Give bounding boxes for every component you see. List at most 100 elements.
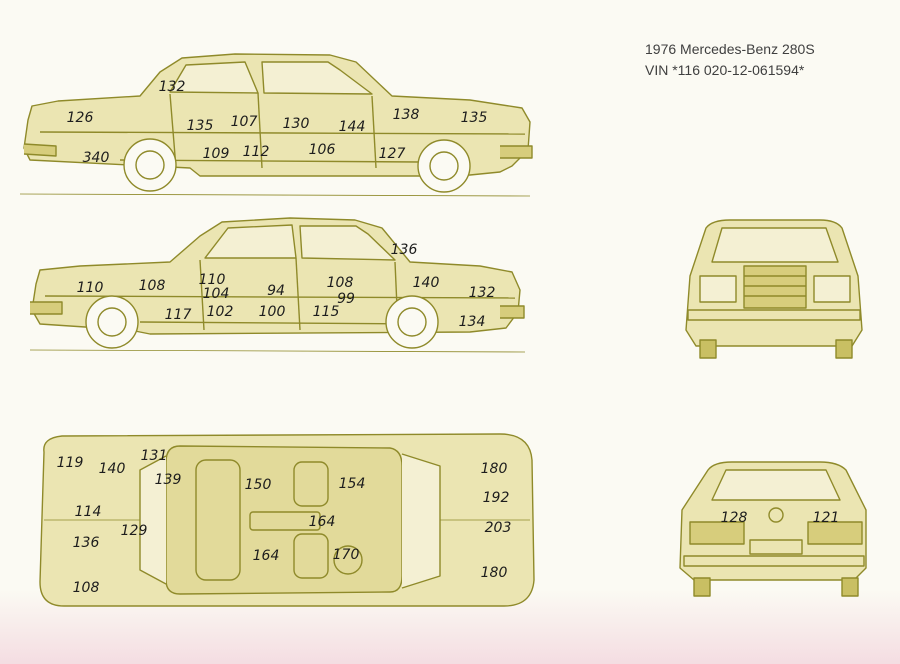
side-right-reading-11: 112 bbox=[242, 144, 270, 160]
side-view-left bbox=[29, 217, 526, 353]
side-left-beltline bbox=[44, 295, 516, 299]
top-reading-16: 180 bbox=[480, 565, 508, 581]
side-left-rear-wheel bbox=[385, 295, 439, 349]
side-left-front-bumper bbox=[30, 301, 63, 315]
side-right-rear-wheel bbox=[123, 138, 177, 192]
top-rear-bench bbox=[195, 459, 241, 581]
side-left-reading-6: 94 bbox=[267, 283, 285, 299]
top-reading-15: 170 bbox=[332, 547, 360, 563]
side-left-ground bbox=[29, 349, 526, 353]
top-front-seat-right bbox=[293, 533, 329, 579]
side-left-windows bbox=[204, 224, 396, 261]
top-reading-9: 114 bbox=[74, 504, 102, 520]
front-bumper bbox=[687, 309, 861, 321]
rear-tire-right bbox=[841, 577, 859, 597]
side-right-front-hub bbox=[429, 151, 459, 181]
top-reading-12: 203 bbox=[484, 520, 512, 536]
top-reading-7: 180 bbox=[480, 461, 508, 477]
side-view-right bbox=[19, 53, 533, 197]
top-steering-wheel bbox=[333, 545, 363, 575]
side-left-reading-12: 102 bbox=[206, 304, 234, 320]
side-left-reading-15: 134 bbox=[458, 314, 486, 330]
rear-star-emblem bbox=[768, 507, 784, 523]
top-reading-3: 131 bbox=[140, 448, 168, 464]
front-headlamp-right bbox=[813, 275, 851, 303]
vin-number: VIN *116 020-12-061594* bbox=[645, 62, 805, 78]
side-right-reading-1: 132 bbox=[158, 79, 186, 95]
top-reading-6: 154 bbox=[338, 476, 366, 492]
side-left-reading-10: 99 bbox=[337, 291, 355, 307]
side-right-door-cut-1 bbox=[257, 92, 263, 169]
side-left-reading-5: 104 bbox=[202, 286, 230, 302]
top-reading-4: 139 bbox=[154, 472, 182, 488]
top-reading-17: 108 bbox=[72, 580, 100, 596]
front-tire-left bbox=[699, 339, 717, 359]
rear-lamp-right bbox=[807, 521, 863, 545]
top-reading-1: 119 bbox=[56, 455, 84, 471]
top-roof bbox=[165, 445, 403, 595]
side-left-reading-3: 108 bbox=[138, 278, 166, 294]
side-right-reading-3: 135 bbox=[186, 118, 214, 134]
front-view bbox=[685, 219, 863, 359]
side-right-reading-4: 107 bbox=[230, 114, 258, 130]
rear-view bbox=[679, 461, 867, 597]
side-right-front-wheel bbox=[417, 139, 471, 193]
top-reading-13: 136 bbox=[72, 535, 100, 551]
side-right-reading-5: 130 bbox=[282, 116, 310, 132]
side-left-reading-9: 132 bbox=[468, 285, 496, 301]
front-headlamp-left bbox=[699, 275, 737, 303]
side-right-rear-hub bbox=[135, 150, 165, 180]
side-right-ground bbox=[19, 193, 531, 197]
side-right-reading-6: 144 bbox=[338, 119, 366, 135]
rear-reading-1: 128 bbox=[720, 510, 748, 526]
side-left-door-cut-1 bbox=[295, 257, 301, 331]
side-left-reading-13: 100 bbox=[258, 304, 286, 320]
front-grille bbox=[743, 265, 807, 309]
side-left-reading-4: 110 bbox=[198, 272, 226, 288]
side-right-reading-9: 340 bbox=[82, 150, 110, 166]
side-left-reading-2: 110 bbox=[76, 280, 104, 296]
top-reading-14: 164 bbox=[252, 548, 280, 564]
rear-reading-2: 121 bbox=[812, 510, 840, 526]
side-right-front-bumper bbox=[500, 145, 533, 159]
side-left-reading-8: 140 bbox=[412, 275, 440, 291]
side-right-door-cut-2 bbox=[371, 95, 377, 169]
top-reading-2: 140 bbox=[98, 461, 126, 477]
top-reading-11: 164 bbox=[308, 514, 336, 530]
side-right-reading-8: 135 bbox=[460, 110, 488, 126]
top-view bbox=[39, 433, 535, 607]
side-right-reading-7: 138 bbox=[392, 107, 420, 123]
top-windshield bbox=[401, 453, 441, 589]
side-right-reading-2: 126 bbox=[66, 110, 94, 126]
side-left-rear-hub bbox=[397, 307, 427, 337]
page-title: 1976 Mercedes-Benz 280S bbox=[645, 41, 815, 57]
side-right-reading-12: 106 bbox=[308, 142, 336, 158]
top-reading-8: 192 bbox=[482, 490, 510, 506]
rear-lamp-left bbox=[689, 521, 745, 545]
top-reading-5: 150 bbox=[244, 477, 272, 493]
rear-window bbox=[711, 469, 841, 501]
rear-bumper bbox=[683, 555, 865, 567]
side-left-reading-14: 115 bbox=[312, 304, 340, 320]
side-left-rocker bbox=[139, 321, 421, 325]
side-right-reading-13: 127 bbox=[378, 146, 406, 162]
side-left-reading-7: 108 bbox=[326, 275, 354, 291]
side-left-reading-11: 117 bbox=[164, 307, 192, 323]
top-console bbox=[249, 511, 321, 531]
front-windshield bbox=[711, 227, 839, 263]
side-right-reading-10: 109 bbox=[202, 146, 230, 162]
rear-tire-left bbox=[693, 577, 711, 597]
side-left-reading-1: 136 bbox=[390, 242, 418, 258]
rear-plate bbox=[749, 539, 803, 555]
side-right-windows bbox=[169, 61, 373, 95]
side-left-rear-bumper bbox=[500, 305, 525, 319]
side-right-beltline bbox=[39, 131, 526, 135]
top-reading-10: 129 bbox=[120, 523, 148, 539]
side-left-door-cut-3 bbox=[199, 259, 205, 331]
side-left-front-wheel bbox=[85, 295, 139, 349]
front-tire-right bbox=[835, 339, 853, 359]
side-right-rear-bumper bbox=[23, 143, 57, 157]
top-front-seat-left bbox=[293, 461, 329, 507]
